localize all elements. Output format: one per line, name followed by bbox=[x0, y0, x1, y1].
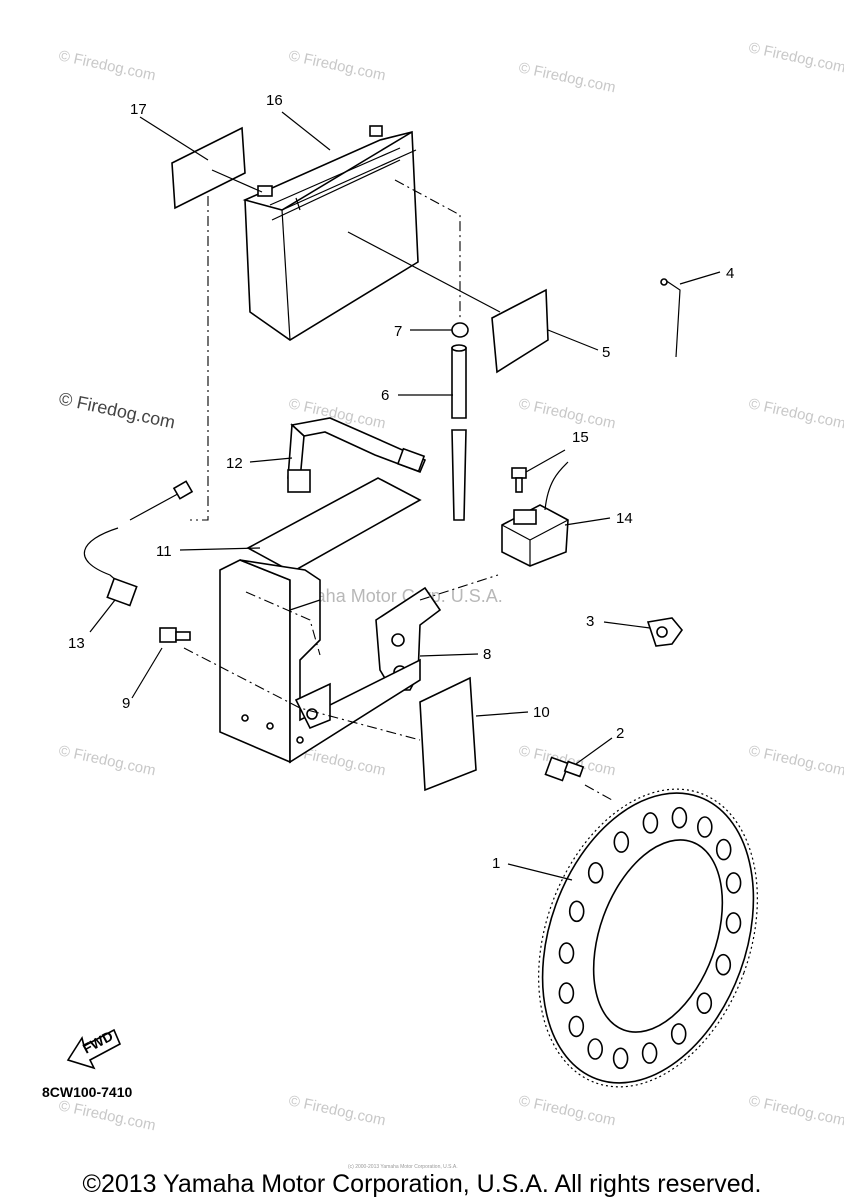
part-5-pad bbox=[491, 288, 549, 374]
callout-17: 17 bbox=[130, 101, 147, 118]
fwd-arrow: FWD bbox=[66, 1028, 122, 1070]
part-7-cap bbox=[451, 322, 469, 338]
watermark: © Firedog.com bbox=[517, 1092, 617, 1129]
part-13-lead bbox=[83, 480, 194, 607]
battery-box bbox=[219, 559, 421, 764]
part-6-hose bbox=[451, 344, 467, 521]
callout-15: 15 bbox=[572, 429, 589, 446]
disc-hole-ring bbox=[558, 806, 742, 1070]
part-16-battery bbox=[242, 125, 419, 341]
watermark: © Firedog.com bbox=[747, 742, 844, 779]
part-15-bolt bbox=[511, 467, 527, 493]
disc-hole bbox=[587, 861, 604, 884]
disc-hole bbox=[715, 838, 732, 861]
callout-2: 2 bbox=[616, 725, 624, 742]
disc-hole bbox=[696, 992, 713, 1015]
callout-labels: 17 16 4 5 7 6 12 15 14 11 3 13 8 9 10 2 … bbox=[68, 92, 734, 872]
disc-hole bbox=[642, 812, 659, 834]
disc-hole bbox=[612, 1047, 629, 1070]
watermark: © Firedog.com bbox=[517, 59, 617, 96]
watermark: © Firedog.com bbox=[517, 742, 617, 779]
callout-6: 6 bbox=[381, 387, 389, 404]
disc-hole bbox=[671, 806, 688, 829]
callout-9: 9 bbox=[122, 695, 130, 712]
callout-14: 14 bbox=[616, 510, 633, 527]
watermark: © Firedog.com bbox=[57, 742, 157, 779]
callout-10: 10 bbox=[533, 704, 550, 721]
callout-5: 5 bbox=[602, 344, 610, 361]
callout-12: 12 bbox=[226, 455, 243, 472]
disc-hole bbox=[725, 872, 742, 894]
watermark: © Firedog.com bbox=[57, 47, 157, 84]
disc-hole bbox=[670, 1023, 687, 1045]
part-4-clip bbox=[660, 278, 681, 358]
part-1-disc bbox=[538, 788, 758, 1088]
watermark: © Firedog.com bbox=[747, 395, 844, 432]
callout-1: 1 bbox=[492, 855, 500, 872]
part-14-relay bbox=[501, 461, 569, 567]
dashed-leaders bbox=[183, 179, 613, 801]
disc-hole bbox=[568, 900, 585, 923]
disc-hole bbox=[696, 816, 713, 838]
callout-8: 8 bbox=[483, 646, 491, 663]
diagram-code: 8CW100-7410 bbox=[42, 1084, 132, 1100]
part-2-bolt bbox=[544, 756, 585, 782]
disc-hole bbox=[715, 953, 732, 976]
callout-11: 11 bbox=[156, 543, 172, 560]
part-17-sticker bbox=[171, 126, 246, 210]
disc-hole bbox=[725, 912, 742, 934]
callout-4: 4 bbox=[726, 265, 734, 282]
watermark: © Firedog.com bbox=[287, 47, 387, 84]
disc-hole bbox=[613, 831, 630, 853]
watermark: © Firedog.com bbox=[747, 39, 844, 76]
part-10-plate bbox=[419, 676, 477, 792]
watermark: © Firedog.com bbox=[287, 1092, 387, 1129]
part-11-plate bbox=[246, 477, 422, 573]
callout-7: 7 bbox=[394, 323, 402, 340]
fine-print: (c) 2000-2013 Yamaha Motor Corporation, … bbox=[348, 1164, 458, 1170]
part-12-band bbox=[287, 417, 427, 493]
part-9-bolt bbox=[159, 627, 191, 643]
callout-leaders bbox=[89, 111, 721, 881]
disc-hole bbox=[558, 942, 575, 964]
disc-hole bbox=[641, 1042, 658, 1064]
callout-16: 16 bbox=[266, 92, 283, 109]
callout-13: 13 bbox=[68, 635, 85, 652]
watermark: © Firedog.com bbox=[57, 1097, 157, 1134]
disc-hole bbox=[587, 1038, 604, 1060]
callout-3: 3 bbox=[586, 613, 594, 630]
part-3-clamp bbox=[646, 617, 684, 647]
watermark: © Firedog.com bbox=[747, 1092, 844, 1129]
disc-hole bbox=[568, 1015, 585, 1038]
watermark: © Firedog.com bbox=[517, 395, 617, 432]
copyright: ©2013 Yamaha Motor Corporation, U.S.A. A… bbox=[83, 1170, 762, 1198]
part-8-bracket bbox=[375, 586, 442, 691]
disc-hole bbox=[558, 982, 575, 1004]
watermark-dark: © Firedog.com bbox=[57, 388, 177, 432]
